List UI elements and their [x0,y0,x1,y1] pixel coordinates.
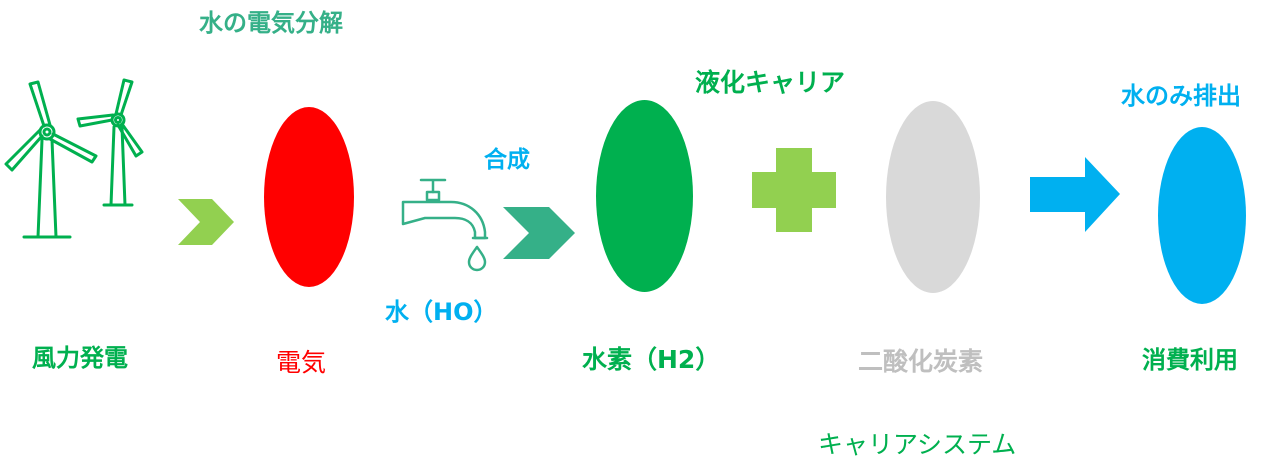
hydrogen-ellipse [596,100,693,292]
label-consumption: 消費利用 [1142,346,1238,374]
electricity-ellipse [264,107,354,287]
wind-turbine-icon [4,78,144,239]
faucet-icon [401,178,489,272]
label-water-only-emission: 水のみ排出 [1121,82,1241,110]
arrow-right-icon [1030,157,1120,232]
label-carbon-dioxide: 二酸化炭素 [858,347,984,376]
consumption-ellipse [1158,127,1246,304]
plus-icon [752,148,836,232]
label-hydrogen: 水素（H2） [582,345,721,374]
chevron-right-icon [178,199,234,245]
label-electricity: 電気 [276,348,327,377]
chevron-right-icon [503,207,575,259]
label-synthesis: 合成 [484,147,530,173]
label-water: 水（HO） [385,298,498,326]
label-electrolysis: 水の電気分解 [199,9,343,37]
carbon-dioxide-ellipse [886,101,980,293]
label-wind-power: 風力発電 [32,344,128,372]
label-liquid-carrier: 液化キャリア [695,68,846,97]
label-carrier-system: キャリアシステム [818,430,1017,459]
